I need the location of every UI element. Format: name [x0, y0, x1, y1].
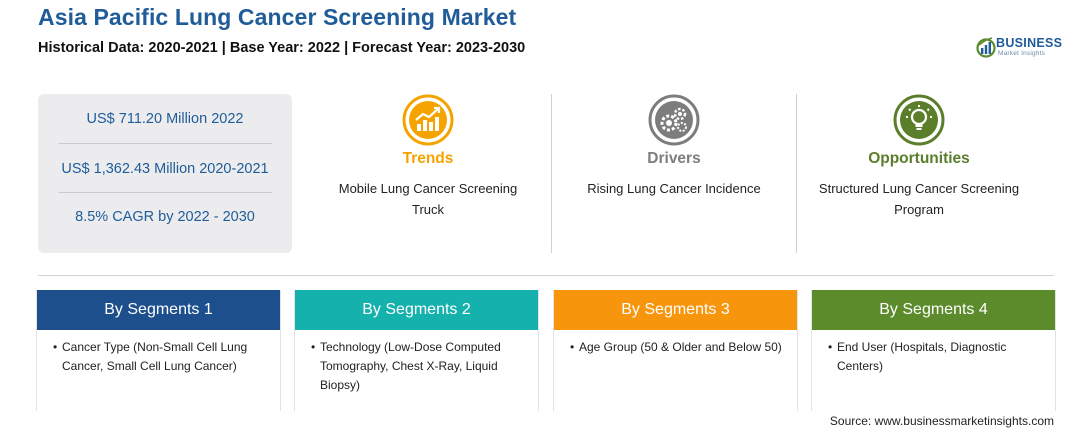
section-divider	[38, 275, 1054, 276]
historical-value-stat: US$ 1,362.43 Million 2020-2021	[61, 161, 269, 177]
market-size-stat: US$ 711.20 Million 2022	[86, 111, 244, 127]
market-stats-panel: US$ 711.20 Million 2022 US$ 1,362.43 Mil…	[38, 94, 292, 253]
segment-2-header: By Segments 2	[295, 290, 538, 330]
segment-2-item: •Technology (Low-Dose Computed Tomograph…	[311, 340, 501, 392]
segment-1-item: •Cancer Type (Non-Small Cell Lung Cancer…	[53, 340, 248, 373]
segment-3-header: By Segments 3	[554, 290, 797, 330]
stat-divider	[59, 192, 272, 193]
segment-card-3: By Segments 3 •Age Group (50 & Older and…	[553, 290, 798, 411]
segment-4-item: •End User (Hospitals, Diagnostic Centers…	[828, 340, 1007, 373]
trend-chart-icon	[402, 94, 454, 146]
segment-4-text: End User (Hospitals, Diagnostic Centers)	[837, 340, 1007, 373]
segment-1-header: By Segments 1	[37, 290, 280, 330]
opportunities-text: Structured Lung Cancer Screening Program	[818, 181, 1020, 217]
gears-icon	[648, 94, 700, 146]
opportunities-title: Opportunities	[868, 150, 970, 167]
stat-divider	[59, 143, 272, 144]
company-logo: BUSINESS Market Insights	[976, 36, 1066, 60]
page-subtitle: Historical Data: 2020-2021 | Base Year: …	[38, 40, 526, 56]
segment-2-text: Technology (Low-Dose Computed Tomography…	[320, 340, 501, 392]
column-divider	[796, 94, 797, 253]
segment-card-1: By Segments 1 •Cancer Type (Non-Small Ce…	[36, 290, 281, 411]
cagr-stat: 8.5% CAGR by 2022 - 2030	[75, 209, 255, 225]
page-title: Asia Pacific Lung Cancer Screening Marke…	[38, 4, 517, 30]
segment-3-text: Age Group (50 & Older and Below 50)	[579, 340, 782, 354]
column-divider	[551, 94, 552, 253]
logo-wordmark: BUSINESS	[996, 36, 1063, 50]
drivers-text: Rising Lung Cancer Incidence	[587, 181, 761, 196]
segment-3-item: •Age Group (50 & Older and Below 50)	[570, 340, 782, 354]
segment-card-2: By Segments 2 •Technology (Low-Dose Comp…	[294, 290, 539, 411]
segment-4-header: By Segments 4	[812, 290, 1055, 330]
globe-icon	[976, 37, 996, 58]
lightbulb-icon	[893, 94, 945, 146]
segment-1-text: Cancer Type (Non-Small Cell Lung Cancer,…	[62, 340, 248, 373]
trends-text: Mobile Lung Cancer Screening Truck	[338, 181, 518, 217]
drivers-title: Drivers	[647, 150, 701, 167]
source-credit: Source: www.businessmarketinsights.com	[829, 414, 1054, 428]
logo-tagline: Market Insights	[998, 50, 1046, 57]
trends-title: Trends	[402, 150, 454, 167]
segment-card-4: By Segments 4 •End User (Hospitals, Diag…	[811, 290, 1056, 411]
